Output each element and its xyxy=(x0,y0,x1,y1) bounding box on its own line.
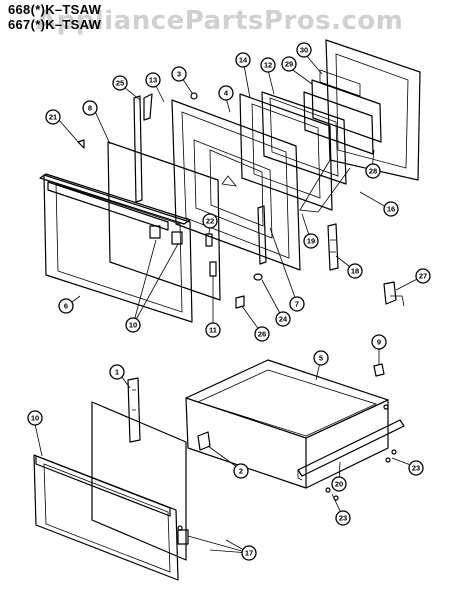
callout-29: 29 xyxy=(281,56,297,72)
svg-text:13: 13 xyxy=(149,76,157,85)
svg-text:8: 8 xyxy=(88,104,92,113)
svg-text:29: 29 xyxy=(285,60,293,69)
drawer-rail-bottom xyxy=(297,419,405,481)
door-outer-frame xyxy=(39,173,193,323)
callout-12: 12 xyxy=(260,57,276,73)
drawer-front-panel xyxy=(33,454,179,581)
drawer-bumper xyxy=(197,431,211,451)
svg-text:10: 10 xyxy=(31,414,39,423)
watermark: AppliancePartsPros.com xyxy=(36,6,404,36)
svg-text:27: 27 xyxy=(419,272,427,281)
callout-1: 1 xyxy=(109,364,125,380)
callout-30: 30 xyxy=(296,42,312,58)
svg-text:1: 1 xyxy=(115,368,119,377)
svg-text:23: 23 xyxy=(412,464,420,473)
door-back-panel xyxy=(299,39,421,213)
callout-3: 3 xyxy=(171,66,187,82)
svg-text:28: 28 xyxy=(369,167,377,176)
svg-text:23: 23 xyxy=(339,514,347,523)
window-glass-pieces xyxy=(303,69,382,155)
callout-19: 19 xyxy=(303,233,319,249)
svg-text:2: 2 xyxy=(239,467,243,476)
callout-24: 24 xyxy=(275,311,291,327)
drawer-slide-rail xyxy=(127,377,141,443)
callout-10-drawer: 10 xyxy=(27,410,43,426)
outer-glass-panel xyxy=(107,141,221,301)
callout-13: 13 xyxy=(145,72,161,88)
hinge-arm xyxy=(383,281,405,307)
svg-text:26: 26 xyxy=(258,330,266,339)
inner-door-liner xyxy=(171,99,301,271)
callout-10-door: 10 xyxy=(125,317,141,333)
drawer-side-panel xyxy=(91,401,187,561)
callout-26: 26 xyxy=(254,326,270,342)
callout-28: 28 xyxy=(365,163,381,179)
callout-23-lower: 23 xyxy=(335,510,351,526)
model-number-2: 667(*)K–TSAW xyxy=(8,17,102,32)
svg-text:9: 9 xyxy=(377,338,381,347)
callout-4: 4 xyxy=(218,85,234,101)
callout-6: 6 xyxy=(58,298,74,314)
small-door-parts xyxy=(77,92,263,309)
svg-text:7: 7 xyxy=(295,300,299,309)
svg-text:12: 12 xyxy=(264,61,272,70)
svg-text:25: 25 xyxy=(116,79,124,88)
callout-16: 16 xyxy=(383,201,399,217)
svg-text:19: 19 xyxy=(307,237,315,246)
storage-drawer-pan xyxy=(185,359,389,489)
callout-18: 18 xyxy=(347,263,363,279)
callout-9: 9 xyxy=(371,334,387,350)
svg-text:6: 6 xyxy=(64,302,68,311)
svg-text:14: 14 xyxy=(239,56,248,65)
callout-20: 20 xyxy=(331,476,347,492)
svg-text:20: 20 xyxy=(335,480,343,489)
callout-25: 25 xyxy=(112,75,128,91)
svg-text:24: 24 xyxy=(279,315,288,324)
door-handle-upper xyxy=(47,181,183,245)
svg-text:11: 11 xyxy=(209,326,217,335)
callout-21: 21 xyxy=(45,109,61,125)
svg-text:5: 5 xyxy=(319,354,323,363)
callout-5: 5 xyxy=(313,350,329,366)
callout-11: 11 xyxy=(205,322,221,338)
callout-2: 2 xyxy=(233,463,249,479)
screw-set xyxy=(325,404,397,501)
callout-14: 14 xyxy=(235,52,251,68)
model-number-1: 668(*)K–TSAW xyxy=(8,2,102,17)
svg-text:30: 30 xyxy=(300,46,308,55)
svg-text:22: 22 xyxy=(206,217,214,226)
drawer-clip xyxy=(373,363,385,377)
door-hinge xyxy=(327,223,339,271)
door-side-trim xyxy=(133,95,267,265)
drawer-handle xyxy=(35,455,189,545)
callout-22: 22 xyxy=(202,213,218,229)
callout-17: 17 xyxy=(241,545,257,561)
svg-text:17: 17 xyxy=(245,549,253,558)
svg-text:10: 10 xyxy=(129,321,137,330)
svg-text:4: 4 xyxy=(224,89,229,98)
glass-frame xyxy=(239,93,333,211)
callout-8-glass: 8 xyxy=(82,100,98,116)
inner-glass-panel xyxy=(261,91,347,185)
svg-text:18: 18 xyxy=(351,267,359,276)
svg-text:16: 16 xyxy=(387,205,395,214)
svg-text:3: 3 xyxy=(177,70,181,79)
callout-27: 27 xyxy=(415,268,431,284)
callout-7: 7 xyxy=(289,296,305,312)
callout-23-upper: 23 xyxy=(408,460,424,476)
svg-text:21: 21 xyxy=(49,113,57,122)
